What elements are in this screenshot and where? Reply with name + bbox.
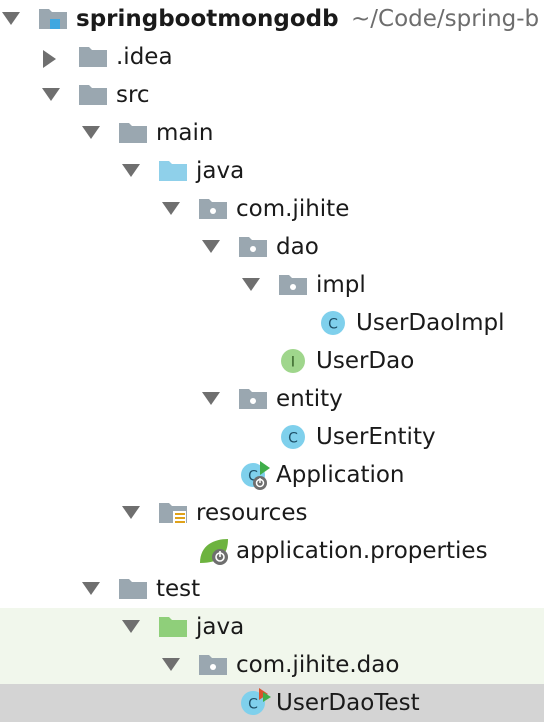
package-icon	[238, 228, 272, 266]
tree-item-label: entity	[276, 386, 343, 412]
tree-item[interactable]: com.jihite	[0, 190, 544, 228]
expand-arrow-down-icon[interactable]	[119, 608, 149, 646]
tree-item-label: application.properties	[236, 538, 488, 564]
tree-item-label: Application	[276, 462, 405, 488]
spring-boot-class-icon: C	[238, 456, 272, 494]
svg-text:C: C	[328, 317, 338, 333]
tree-item-label: resources	[196, 500, 308, 526]
package-icon	[198, 646, 232, 684]
folder-icon	[118, 570, 152, 608]
folder-icon	[118, 114, 152, 152]
expand-arrow-down-icon[interactable]	[239, 266, 269, 304]
test-class-icon: C	[238, 684, 272, 722]
expand-arrow-down-icon[interactable]	[39, 76, 69, 114]
tree-item[interactable]: main	[0, 114, 544, 152]
expand-arrow-down-icon[interactable]	[199, 380, 229, 418]
class-icon: C	[278, 418, 312, 456]
module-folder-icon	[38, 0, 72, 38]
tree-item-label: java	[196, 614, 245, 640]
resources-folder-icon	[158, 494, 192, 532]
tree-item[interactable]: com.jihite.dao	[0, 646, 544, 684]
svg-text:C: C	[248, 697, 258, 713]
class-icon: C	[318, 304, 352, 342]
expand-arrow-down-icon[interactable]	[199, 228, 229, 266]
expand-arrow-down-icon[interactable]	[79, 570, 109, 608]
tree-item-label: UserDaoImpl	[356, 310, 505, 336]
svg-text:C: C	[248, 469, 258, 485]
tree-item[interactable]: springbootmongodb ~/Code/spring-b	[0, 0, 544, 38]
tree-item[interactable]: src	[0, 76, 544, 114]
tree-item-label: UserEntity	[316, 424, 436, 450]
expand-arrow-down-icon[interactable]	[0, 0, 29, 38]
tree-item-label: UserDaoTest	[276, 690, 420, 716]
expand-arrow-down-icon[interactable]	[79, 114, 109, 152]
tree-item[interactable]: application.properties	[0, 532, 544, 570]
tree-item[interactable]: .idea	[0, 38, 544, 76]
tree-item-label: com.jihite	[236, 196, 350, 222]
svg-text:C: C	[288, 431, 298, 447]
expand-arrow-down-icon[interactable]	[119, 494, 149, 532]
tree-item-label: test	[156, 576, 201, 602]
tree-item[interactable]: I UserDao	[0, 342, 544, 380]
tree-item[interactable]: entity	[0, 380, 544, 418]
tree-item-label: dao	[276, 234, 319, 260]
package-icon	[278, 266, 312, 304]
folder-icon	[78, 76, 112, 114]
tree-item-label: impl	[316, 272, 366, 298]
tree-item[interactable]: test	[0, 570, 544, 608]
tree-item-label: java	[196, 158, 245, 184]
interface-icon: I	[278, 342, 312, 380]
tree-item-label: springbootmongodb	[76, 6, 339, 32]
expand-arrow-right-icon[interactable]	[39, 38, 69, 76]
tree-item-label: .idea	[116, 44, 173, 70]
expand-arrow-down-icon[interactable]	[119, 152, 149, 190]
tree-item[interactable]: C Application	[0, 456, 544, 494]
tree-item[interactable]: dao	[0, 228, 544, 266]
tree-item-label: main	[156, 120, 214, 146]
spring-properties-icon	[198, 532, 232, 570]
svg-text:I: I	[291, 355, 295, 371]
project-path: ~/Code/spring-b	[351, 6, 540, 32]
tree-item[interactable]: C UserDaoImpl	[0, 304, 544, 342]
folder-icon	[78, 38, 112, 76]
package-icon	[198, 190, 232, 228]
source-folder-icon	[158, 152, 192, 190]
tree-item[interactable]: java	[0, 608, 544, 646]
tree-item-label: UserDao	[316, 348, 415, 374]
tree-item[interactable]: java	[0, 152, 544, 190]
tree-item[interactable]: resources	[0, 494, 544, 532]
tree-item[interactable]: C UserEntity	[0, 418, 544, 456]
tree-item[interactable]: C UserDaoTest	[0, 684, 544, 722]
expand-arrow-down-icon[interactable]	[159, 646, 189, 684]
package-icon	[238, 380, 272, 418]
test-folder-icon	[158, 608, 192, 646]
tree-item-label: src	[116, 82, 150, 108]
tree-item-label: com.jihite.dao	[236, 652, 400, 678]
expand-arrow-down-icon[interactable]	[159, 190, 189, 228]
tree-item[interactable]: impl	[0, 266, 544, 304]
